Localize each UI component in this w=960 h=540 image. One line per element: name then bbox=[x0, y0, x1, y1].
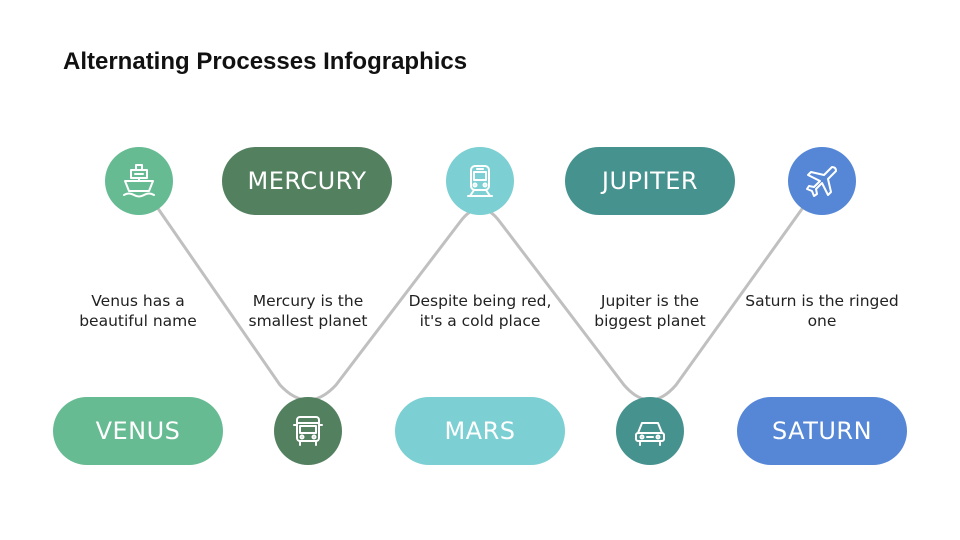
bus-icon bbox=[293, 416, 323, 446]
mars-icon-circle bbox=[446, 147, 514, 215]
venus-pill: VENUS bbox=[53, 397, 223, 465]
mercury-description: Mercury is the smallest planet bbox=[248, 292, 368, 330]
saturn-description: Saturn is the ringed one bbox=[745, 292, 899, 330]
car-icon bbox=[635, 422, 665, 446]
jupiter-description: Jupiter is the biggest planet bbox=[594, 292, 706, 330]
train-icon bbox=[467, 165, 493, 197]
saturn-icon-circle bbox=[788, 147, 856, 215]
saturn-pill: SATURN bbox=[737, 397, 907, 465]
venus-icon-circle bbox=[105, 147, 173, 215]
page-title: Alternating Processes Infographics bbox=[63, 48, 468, 75]
jupiter-pill: JUPITER bbox=[565, 147, 735, 215]
airplane-icon bbox=[806, 166, 837, 197]
mercury-pill: MERCURY bbox=[222, 147, 392, 215]
jupiter-icon-circle bbox=[616, 397, 684, 465]
mercury-icon-circle bbox=[274, 397, 342, 465]
ship-icon bbox=[123, 164, 155, 198]
mars-pill: MARS bbox=[395, 397, 565, 465]
mars-description: Despite being red, it's a cold place bbox=[408, 292, 552, 330]
venus-description: Venus has a beautiful name bbox=[79, 292, 197, 330]
